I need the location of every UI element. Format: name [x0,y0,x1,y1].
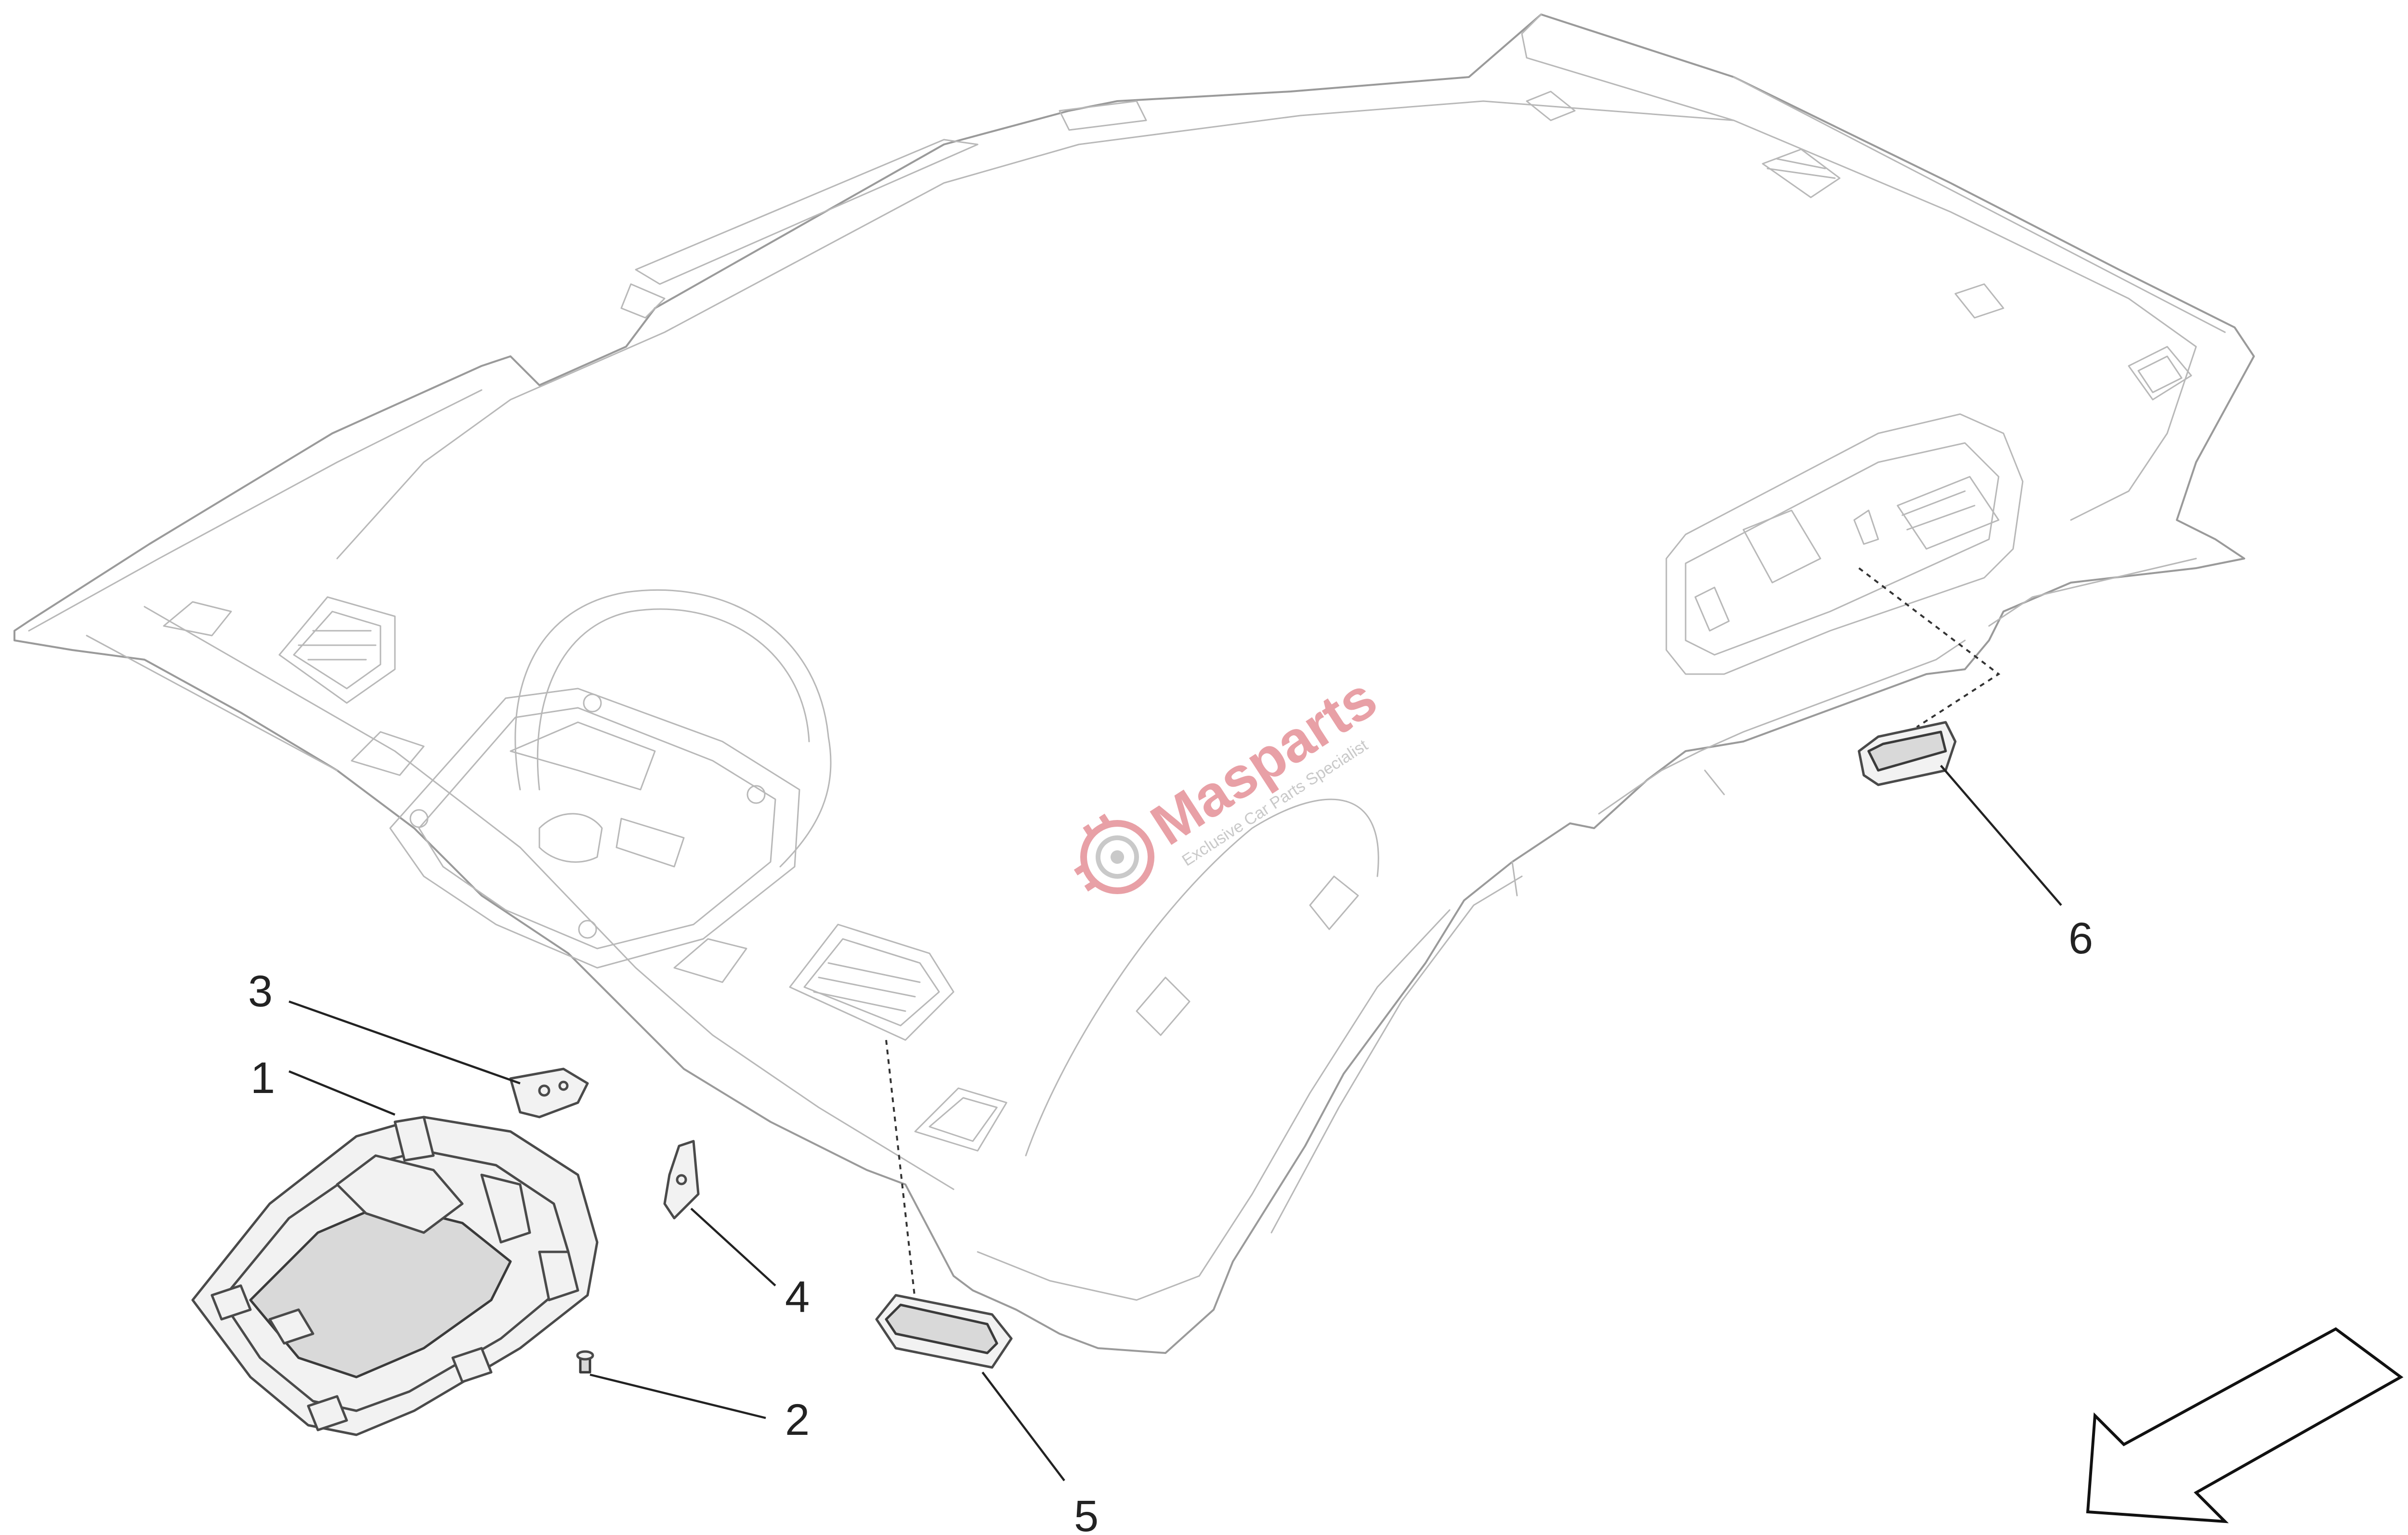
leader-line-4 [690,1208,776,1287]
watermark: Masparts Exclusive Car Parts Specialist [1073,665,1388,894]
guide-line-5 [885,1040,916,1301]
leader-line-5 [982,1371,1065,1482]
callout-1: 1 [250,1054,275,1103]
part-6-rear-lamp [1858,721,1957,786]
callout-6: 6 [2068,914,2093,963]
callout-labels: 1 2 3 4 5 6 [248,914,2093,1535]
leader-line-3 [288,1000,521,1085]
part-1-overhead-console [191,1116,599,1436]
callout-4: 4 [785,1273,810,1322]
headliner [13,13,2255,1354]
leader-line-1 [288,1070,395,1116]
leader-lines [288,765,2062,1482]
part-3-bracket [509,1067,589,1119]
leader-line-6 [1940,765,2062,906]
leader-line-2 [589,1373,766,1419]
gear-wheel-icon [1073,813,1154,894]
part-4-plate [663,1140,700,1220]
part-5-courtesy-lamp [875,1294,1013,1369]
assembly-guides [885,567,2001,1301]
callout-2: 2 [785,1395,810,1444]
callout-3: 3 [248,967,273,1016]
arrow-down-left-icon [2086,1327,2404,1523]
guide-line-6 [1858,567,2001,728]
callout-5: 5 [1074,1492,1099,1535]
part-2-screw [576,1350,594,1374]
